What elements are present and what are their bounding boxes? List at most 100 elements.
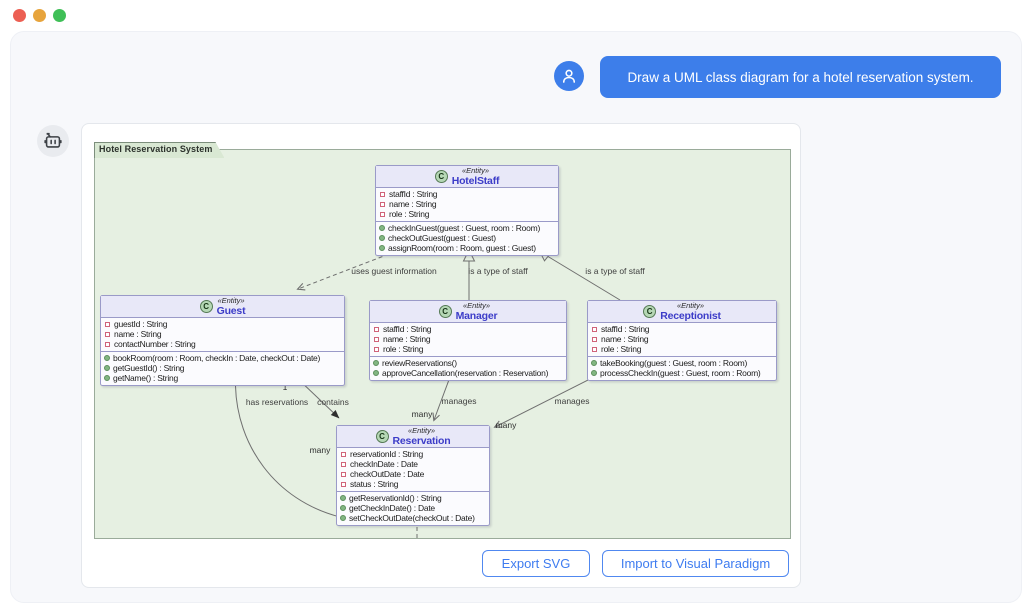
class-header: C «Entity»Manager [370, 301, 566, 323]
operation: assignRoom(room : Room, guest : Guest) [376, 243, 558, 253]
edge-label-manager-is-a-type-of-staff: is a type of staff [468, 266, 528, 276]
public-method-icon [591, 370, 597, 376]
operation: bookRoom(room : Room, checkIn : Date, ch… [101, 353, 344, 363]
attribute: checkOutDate : Date [337, 469, 489, 479]
zoom-button[interactable] [53, 9, 66, 22]
private-field-icon [592, 346, 597, 352]
attribute: contactNumber : String [101, 339, 344, 349]
class-name: Reservation [392, 434, 451, 447]
private-field-icon [374, 326, 379, 332]
attribute: name : String [376, 199, 558, 209]
class-name: HotelStaff [451, 174, 500, 187]
chat-panel: Draw a UML class diagram for a hotel res… [10, 31, 1022, 603]
attributes-section: reservationId : String checkInDate : Dat… [337, 448, 489, 492]
edge-label-has-reservations: has reservations [245, 397, 309, 407]
operation: getGuestId() : String [101, 363, 344, 373]
edge-label-uses-guest-information: uses guest information [351, 266, 437, 276]
person-icon [562, 69, 576, 83]
public-method-icon [340, 495, 346, 501]
class-header: C «Entity»Reservation [337, 426, 489, 448]
operation: checkInGuest(guest : Guest, room : Room) [376, 223, 558, 233]
private-field-icon [341, 471, 346, 477]
public-method-icon [104, 375, 110, 381]
attribute: checkInDate : Date [337, 459, 489, 469]
stereotype: «Entity» [407, 426, 436, 435]
attribute: staffId : String [370, 324, 566, 334]
private-field-icon [341, 461, 346, 467]
operation: getName() : String [101, 373, 344, 383]
edge-label-receptionist-manages: manages [554, 396, 590, 406]
edge-label-manager-manages: manages [441, 396, 477, 406]
private-field-icon [380, 201, 385, 207]
attribute: staffId : String [376, 189, 558, 199]
public-method-icon [104, 355, 110, 361]
edge-label-contains: contains [317, 397, 349, 407]
user-message-text: Draw a UML class diagram for a hotel res… [627, 69, 974, 85]
minimize-button[interactable] [33, 9, 46, 22]
bot-avatar [37, 125, 69, 157]
window-controls [13, 9, 66, 22]
private-field-icon [374, 336, 379, 342]
edge-label-receptionist-is-a-type-of-staff: is a type of staff [585, 266, 645, 276]
operation: takeBooking(guest : Guest, room : Room) [588, 358, 776, 368]
class-receptionist: C «Entity»Receptionist staffId : String … [587, 300, 777, 381]
operations-section: takeBooking(guest : Guest, room : Room) … [588, 357, 776, 380]
attribute: staffId : String [588, 324, 776, 334]
operations-section: reviewReservations() approveCancellation… [370, 357, 566, 380]
export-svg-button[interactable]: Export SVG [482, 550, 590, 577]
class-icon: C [643, 305, 657, 318]
operations-section: bookRoom(room : Room, checkIn : Date, ch… [101, 352, 344, 385]
class-hotelstaff: C «Entity»HotelStaff staffId : String na… [375, 165, 559, 256]
attributes-section: staffId : String name : String role : St… [588, 323, 776, 357]
edge-receptionist-manages [493, 376, 595, 428]
attribute: name : String [370, 334, 566, 344]
edge-uses-guest-information [296, 248, 403, 291]
import-to-visual-paradigm-button[interactable]: Import to Visual Paradigm [602, 550, 789, 577]
public-method-icon [340, 515, 346, 521]
public-method-icon [591, 360, 597, 366]
private-field-icon [105, 331, 110, 337]
attribute: name : String [101, 329, 344, 339]
attribute: role : String [376, 209, 558, 219]
public-method-icon [104, 365, 110, 371]
class-header: C «Entity»Receptionist [588, 301, 776, 323]
class-icon: C [438, 305, 452, 318]
attributes-section: staffId : String name : String role : St… [376, 188, 558, 222]
class-name: Guest [216, 304, 246, 317]
diagram-response-card: Hotel Reservation System [81, 123, 801, 588]
attribute: reservationId : String [337, 449, 489, 459]
attributes-section: staffId : String name : String role : St… [370, 323, 566, 357]
public-method-icon [340, 505, 346, 511]
class-header: C «Entity»HotelStaff [376, 166, 558, 188]
class-icon: C [199, 300, 213, 313]
stereotype: «Entity» [461, 166, 490, 175]
public-method-icon [379, 225, 385, 231]
attribute: status : String [337, 479, 489, 489]
operation: setCheckOutDate(checkOut : Date) [337, 513, 489, 523]
operations-section: checkInGuest(guest : Guest, room : Room)… [376, 222, 558, 255]
class-icon: C [375, 430, 389, 443]
user-message-bubble: Draw a UML class diagram for a hotel res… [600, 56, 1001, 98]
public-method-icon [379, 245, 385, 251]
class-header: C «Entity»Guest [101, 296, 344, 318]
multiplicity-manager-manages-many: many [411, 409, 433, 419]
public-method-icon [373, 360, 379, 366]
multiplicity-contains-1: 1 [282, 382, 288, 392]
operations-section: getReservationId() : String getCheckInDa… [337, 492, 489, 525]
operation: reviewReservations() [370, 358, 566, 368]
private-field-icon [592, 326, 597, 332]
attribute: role : String [370, 344, 566, 354]
private-field-icon [105, 341, 110, 347]
public-method-icon [379, 235, 385, 241]
class-name: Receptionist [660, 309, 721, 322]
close-button[interactable] [13, 9, 26, 22]
operation: getReservationId() : String [337, 493, 489, 503]
operation: processCheckIn(guest : Guest, room : Roo… [588, 368, 776, 378]
operation: approveCancellation(reservation : Reserv… [370, 368, 566, 378]
class-guest: C «Entity»Guest guestId : String name : … [100, 295, 345, 386]
user-avatar [554, 61, 584, 91]
attribute: role : String [588, 344, 776, 354]
private-field-icon [341, 451, 346, 457]
stereotype: «Entity» [676, 301, 705, 310]
